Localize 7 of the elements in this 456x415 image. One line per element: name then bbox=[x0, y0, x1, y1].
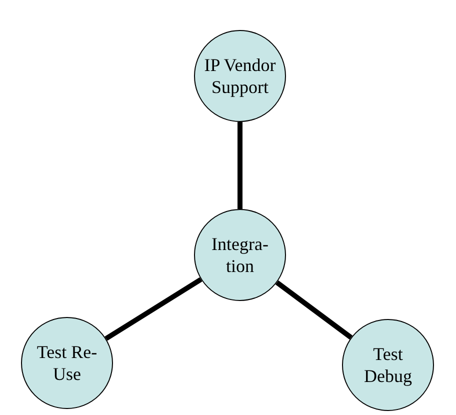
connector-line bbox=[104, 277, 202, 341]
connector-line bbox=[238, 122, 242, 209]
node-label: Test Re-Use bbox=[36, 341, 98, 385]
node-label: Test Debug bbox=[363, 343, 413, 387]
connector-line bbox=[275, 280, 353, 340]
node-label: IP Vendor Support bbox=[203, 54, 277, 98]
node-label: Integra- tion bbox=[210, 233, 270, 277]
